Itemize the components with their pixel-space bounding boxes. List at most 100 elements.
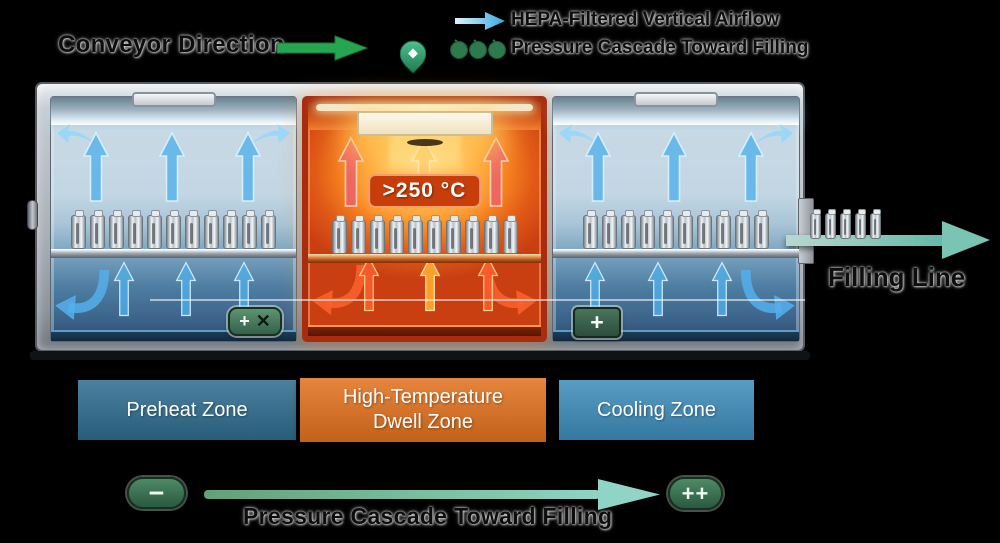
plus-icon: +: [239, 311, 250, 331]
dwell-zone-label: High-Temperature Dwell Zone: [342, 386, 504, 433]
legend-hepa-label: HEPA-Filtered Vertical Airflow: [511, 9, 780, 30]
cooling-lower-airflow: +: [553, 258, 799, 338]
vial: [331, 215, 347, 254]
curved-airflow-arrow-icon: [734, 266, 796, 322]
vial: [621, 210, 636, 249]
preheat-zone-label: Preheat Zone: [126, 398, 248, 421]
cooling-pressure-badge: +: [573, 307, 621, 338]
low-pressure-badge: −: [127, 477, 186, 509]
hot-air-up-arrow-icon: [483, 136, 509, 208]
vial: [754, 210, 769, 249]
curved-airflow-arrow-icon: [54, 266, 116, 322]
dwell-upper-airflow: >250 °C: [308, 124, 541, 208]
cooling-vial-row: [553, 203, 799, 249]
preheat-upper-airflow: [51, 125, 296, 203]
airflow-up-arrow-icon: [235, 131, 261, 203]
vial: [640, 210, 655, 249]
dwell-lower-airflow: [308, 263, 541, 325]
airflow-up-arrow-icon: [112, 261, 136, 317]
cooling-vent-cap: [634, 92, 718, 107]
preheat-vial-row: [51, 203, 296, 249]
airflow-up-arrow-icon: [159, 131, 185, 203]
vial: [716, 210, 731, 249]
vial: [350, 215, 366, 254]
vial: [602, 210, 617, 249]
vial: [464, 215, 480, 254]
cooling-zone-label: Cooling Zone: [597, 398, 716, 421]
vial: [825, 209, 836, 239]
vial: [870, 209, 881, 239]
vial: [483, 215, 499, 254]
vial: [90, 210, 105, 249]
tunnel-base-shadow: [30, 351, 810, 360]
location-pin-icon: [400, 40, 426, 74]
cooling-floor: [553, 330, 799, 341]
hot-air-up-arrow-icon: [338, 136, 364, 208]
vial: [426, 215, 442, 254]
preheat-pressure-badge: + ✕: [228, 307, 282, 336]
preheat-chamber: + ✕: [50, 92, 297, 342]
vial: [388, 215, 404, 254]
exit-vial-row: [810, 209, 881, 239]
heater-glow-panel: [356, 111, 493, 136]
dwell-floor: [308, 325, 541, 336]
vial: [128, 210, 143, 249]
airflow-up-arrow-icon: [710, 261, 734, 317]
pressure-cascade-label: Pressure Cascade Toward Filling: [243, 503, 613, 529]
vial: [810, 209, 821, 239]
airflow-up-arrow-icon: [661, 131, 687, 203]
pressure-cascade-dots-icon: [450, 39, 506, 59]
vial: [855, 209, 866, 239]
vial: [185, 210, 200, 249]
vial: [840, 209, 851, 239]
preheat-floor: [51, 330, 296, 341]
airflow-up-arrow-icon: [585, 131, 611, 203]
hot-air-up-arrow-icon: [476, 256, 500, 312]
vial: [407, 215, 423, 254]
preheat-zone-box: Preheat Zone: [78, 380, 296, 440]
dwell-vial-row: [308, 208, 541, 254]
vial: [261, 210, 276, 249]
vial: [678, 210, 693, 249]
airflow-up-arrow-icon: [646, 261, 670, 317]
vial: [166, 210, 181, 249]
dwell-heater-ceiling: [308, 102, 541, 136]
conveyor-shelf: [553, 249, 799, 258]
conveyor-arrow-icon: [277, 35, 369, 61]
vial: [242, 210, 257, 249]
preheat-vent-cap: [131, 92, 216, 107]
vial: [659, 210, 674, 249]
heater-light-strip: [316, 104, 533, 111]
vial: [445, 215, 461, 254]
conveyor-shelf: [308, 254, 541, 263]
filling-line-label: Filling Line: [828, 262, 966, 292]
conveyor-direction-label: Conveyor Direction: [58, 31, 285, 58]
vial: [223, 210, 238, 249]
pressure-reference-line: [150, 299, 805, 301]
vial: [502, 215, 518, 254]
cooling-chamber: +: [552, 92, 800, 342]
airflow-up-arrow-icon: [174, 261, 198, 317]
filling-line-arrow-icon: [786, 221, 990, 259]
vial: [147, 210, 162, 249]
tunnel-side-knob: [27, 200, 38, 230]
dwell-chamber: >250 °C: [302, 96, 547, 342]
vial: [71, 210, 86, 249]
dwell-zone-box: High-Temperature Dwell Zone: [300, 378, 546, 442]
temperature-badge: >250 °C: [367, 174, 482, 208]
vial: [697, 210, 712, 249]
vial: [583, 210, 598, 249]
legend-cascade-label: Pressure Cascade Toward Filling: [511, 37, 809, 58]
airflow-up-arrow-icon: [738, 131, 764, 203]
airflow-up-arrow-icon: [83, 131, 109, 203]
cooling-zone-box: Cooling Zone: [559, 380, 754, 440]
vial: [735, 210, 750, 249]
vial: [369, 215, 385, 254]
vial: [204, 210, 219, 249]
hepa-airflow-arrow-icon: [455, 12, 505, 30]
pressure-cascade-arrow-icon: [204, 479, 660, 510]
high-pressure-badge: ++: [668, 477, 723, 510]
hot-air-up-arrow-icon: [357, 256, 381, 312]
hot-air-up-arrow-icon: [418, 256, 442, 312]
